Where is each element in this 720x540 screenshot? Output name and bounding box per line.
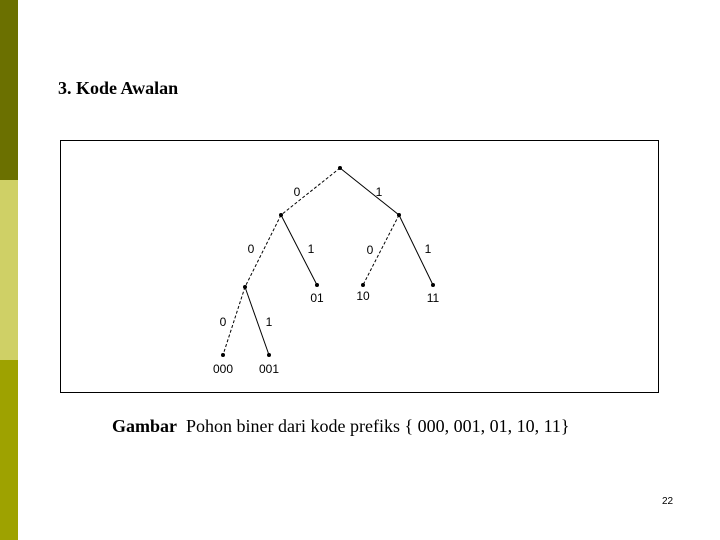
tree-edge-n00-n001 (244, 286, 270, 356)
leaf-label-01: 01 (310, 291, 324, 305)
figure-caption: Gambar Pohon biner dari kode prefiks { 0… (112, 416, 570, 437)
tree-node-n01 (315, 283, 319, 287)
sidebar-band-middle (0, 180, 18, 360)
tree-edge-root-n0 (280, 167, 341, 216)
tree-node-root (338, 166, 342, 170)
tree-node-n000 (221, 353, 225, 357)
sidebar-accent-bar (0, 0, 18, 540)
edge-label-root-n1: 1 (376, 185, 383, 199)
edge-label-n00-n000: 0 (220, 315, 227, 329)
tree-node-n0 (279, 213, 283, 217)
caption-label: Gambar (112, 416, 177, 436)
caption-text: Pohon biner dari kode prefiks { 000, 001… (186, 416, 570, 436)
tree-node-n11 (431, 283, 435, 287)
leaf-label-001: 001 (259, 362, 279, 376)
leaf-label-11: 11 (427, 291, 440, 305)
tree-edge-n0-n00 (244, 214, 282, 288)
tree-edge-n0-n01 (280, 214, 318, 286)
tree-edge-n1-n10 (362, 214, 400, 286)
edge-label-n1-n10: 0 (367, 243, 374, 257)
edge-label-n1-n11: 1 (425, 242, 432, 256)
tree-node-n00 (243, 285, 247, 289)
page-number: 22 (662, 496, 674, 507)
tree-edge-n00-n000 (222, 286, 246, 356)
tree-node-n10 (361, 283, 365, 287)
edge-label-root-n0: 0 (294, 185, 301, 199)
sidebar-band-bottom (0, 360, 18, 540)
tree-node-n001 (267, 353, 271, 357)
slide-heading: 3. Kode Awalan (58, 78, 179, 98)
leaf-label-10: 10 (356, 289, 370, 303)
leaf-label-000: 000 (213, 362, 233, 376)
edge-label-n0-n01: 1 (308, 242, 315, 256)
edge-label-n00-n001: 1 (266, 315, 273, 329)
sidebar-band-top (0, 0, 18, 180)
tree-edge-n1-n11 (398, 214, 434, 286)
tree-node-n1 (397, 213, 401, 217)
edge-label-n0-n00: 0 (248, 242, 255, 256)
tree-edge-root-n1 (339, 167, 400, 216)
